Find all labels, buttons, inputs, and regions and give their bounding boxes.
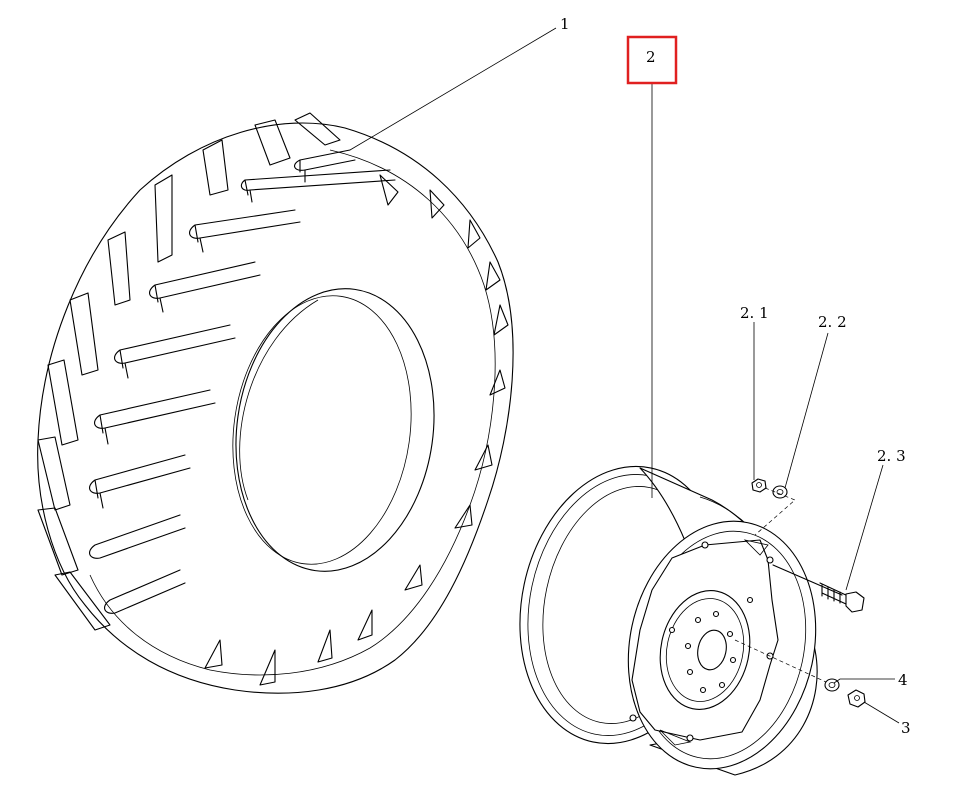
callout-2-3[interactable]: 2. 3 (877, 447, 906, 465)
fastener-parts (734, 478, 866, 708)
callout-1[interactable]: 1 (560, 15, 570, 33)
callout-2[interactable]: 2 (626, 35, 678, 85)
callout-4-label: 4 (898, 671, 908, 689)
callout-2-1[interactable]: 2. 1 (740, 304, 769, 322)
tyre-drawing (37, 112, 514, 694)
callout-4[interactable]: 4 (898, 671, 908, 689)
callout-2-1-label: 2. 1 (740, 304, 769, 322)
wheel-rim-drawing (519, 465, 818, 776)
callout-2-2[interactable]: 2. 2 (818, 313, 847, 331)
callout-2-3-label: 2. 3 (877, 447, 906, 465)
callout-2-2-label: 2. 2 (818, 313, 847, 331)
callout-1-label: 1 (560, 15, 570, 33)
leader-lines (349, 27, 900, 724)
callout-2-highlight-box (626, 35, 678, 85)
callout-3[interactable]: 3 (901, 719, 911, 737)
callout-3-label: 3 (901, 719, 911, 737)
callout-2-label: 2 (646, 48, 656, 66)
